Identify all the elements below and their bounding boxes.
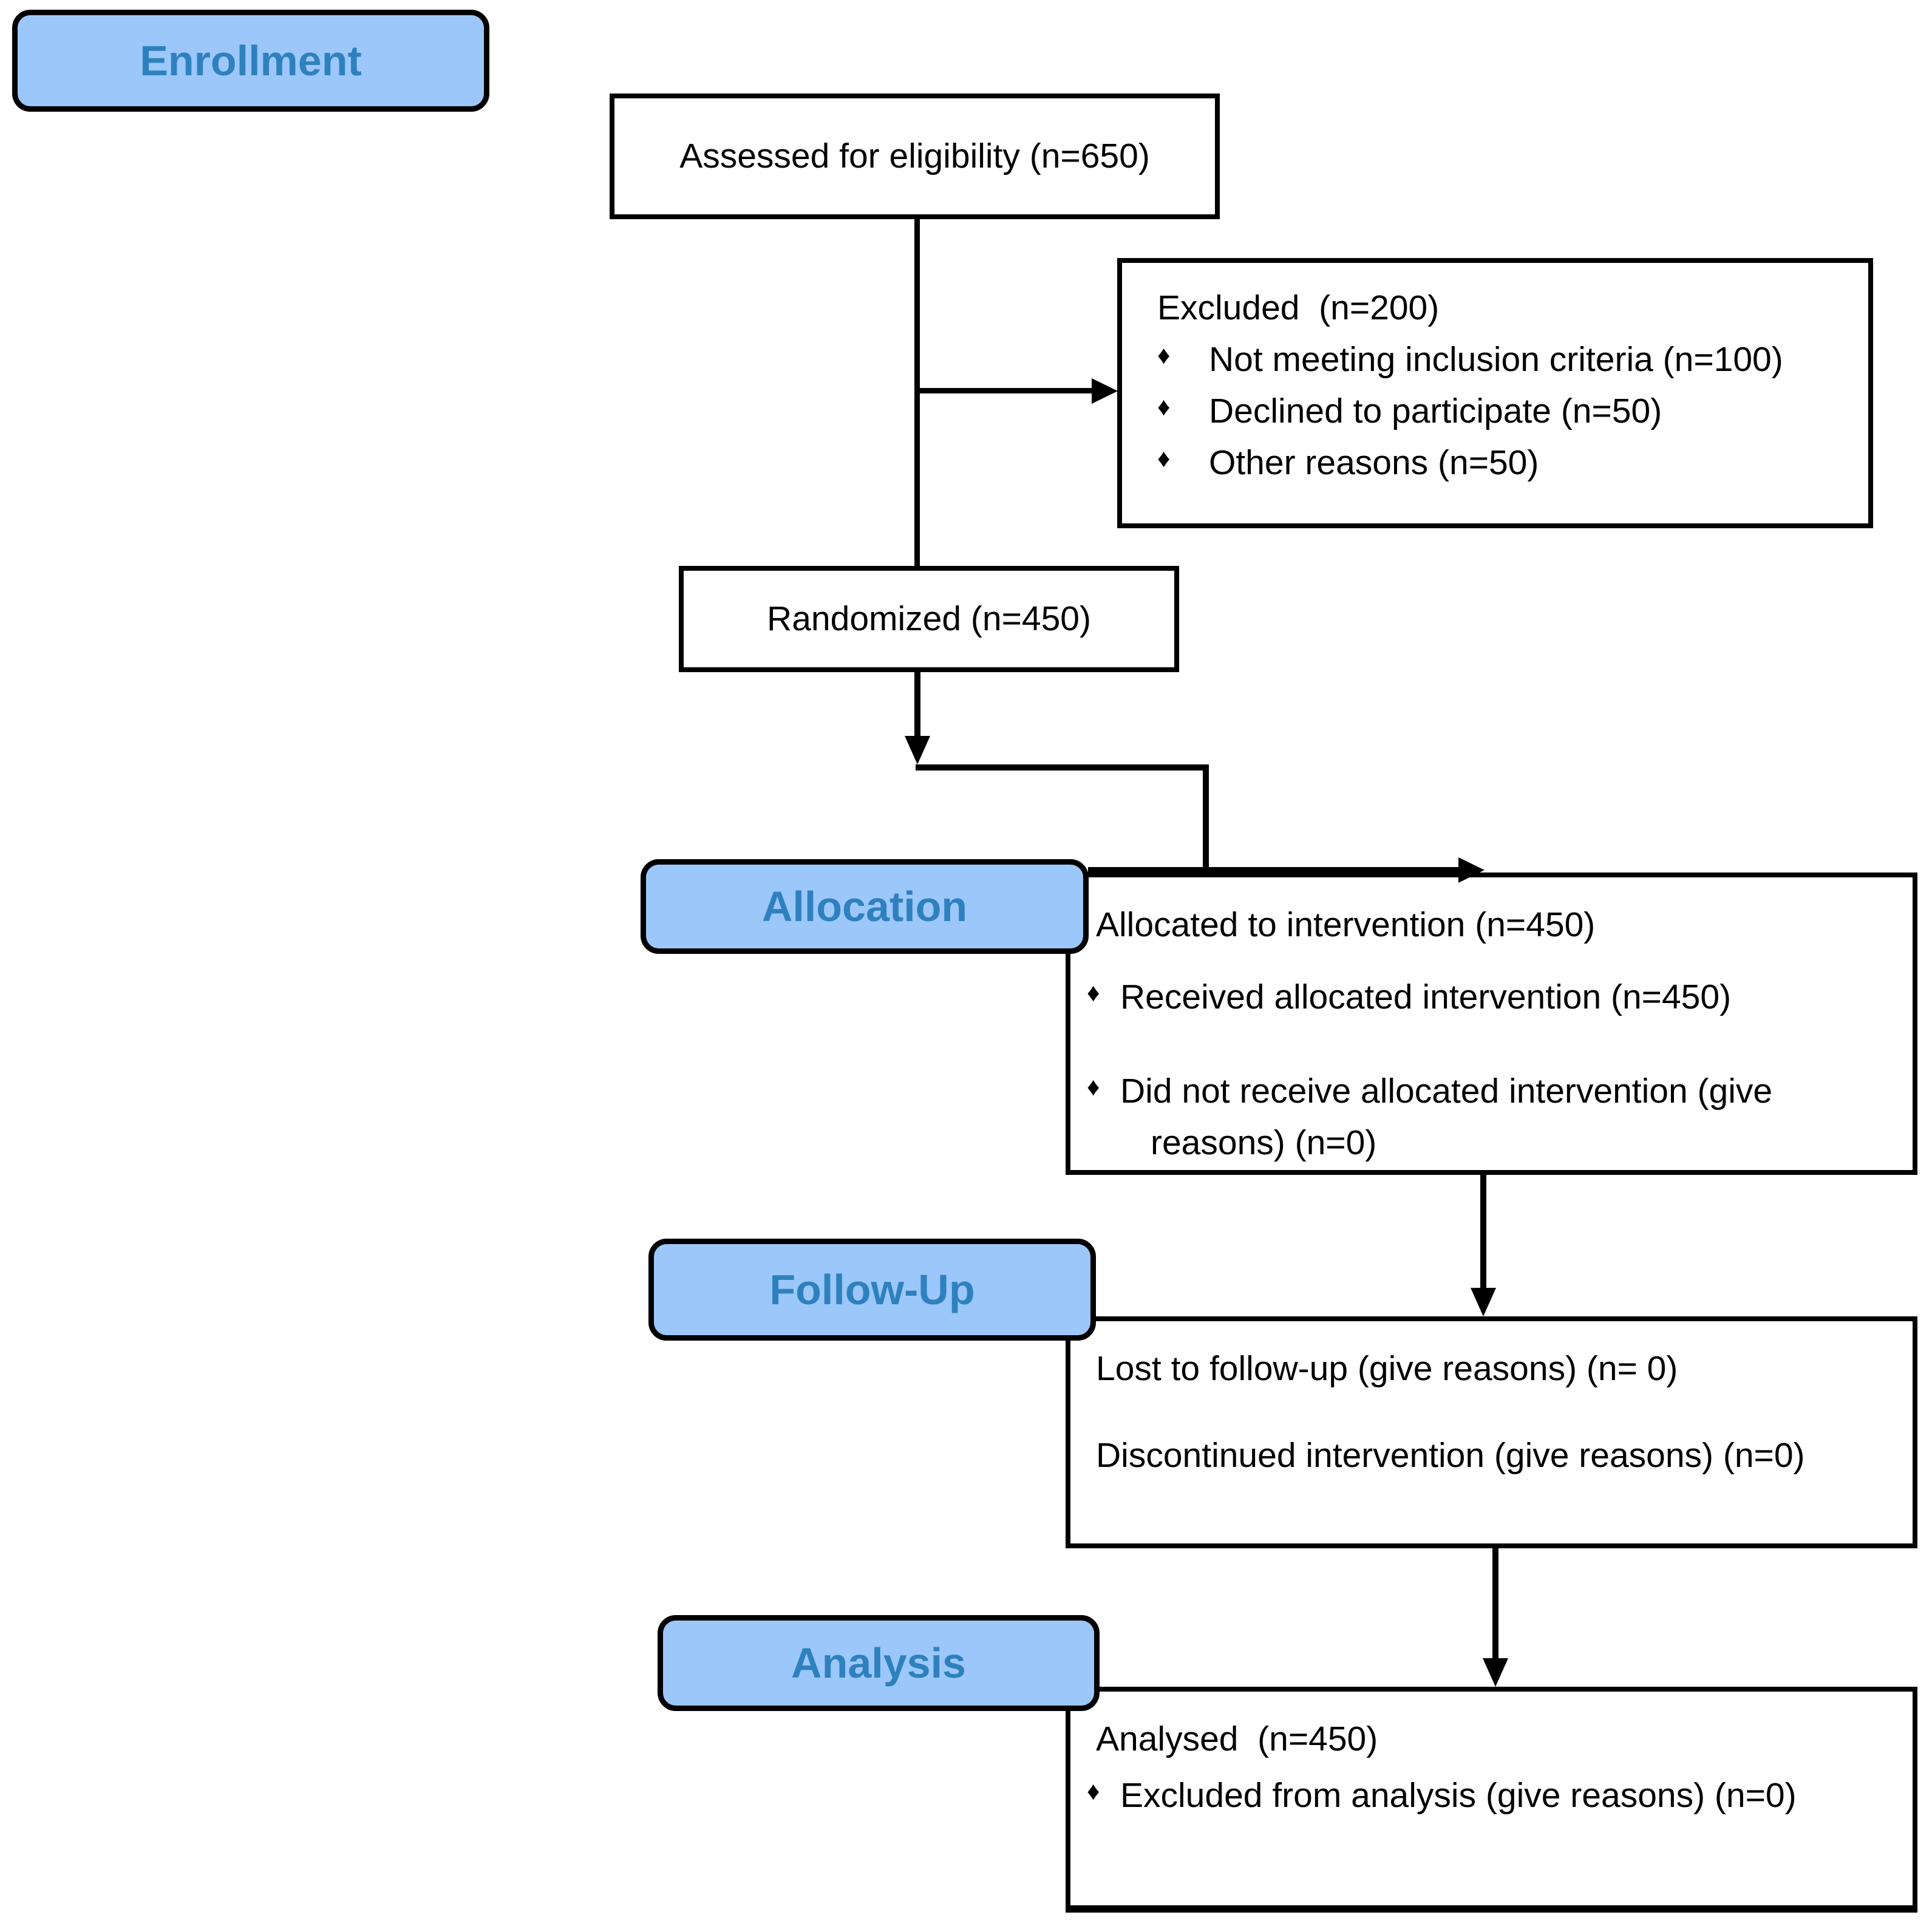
analysed-title: Analysed (n=450) [1096,1720,1378,1758]
allocated-bullet-text: Received allocated intervention (n=450) [1120,978,1732,1016]
followup-stage-label: Follow-Up [648,1239,1096,1341]
allocated-bullet-item: ♦ Did not receive allocated intervention… [1087,1066,1894,1169]
diamond-bullet-icon: ♦ [1087,1777,1100,1805]
diamond-bullet-icon: ♦ [1087,1072,1100,1101]
randomized-text: Randomized (n=450) [767,599,1091,638]
connector-followup-to-analysed-line [1492,1548,1498,1664]
analysed-bullet-item: ♦ Excluded from analysis (give reasons) … [1087,1770,1894,1822]
excluded-bullet-item: ♦ Other reasons (n=50) [1157,437,1850,489]
excluded-title: Excluded (n=200) [1157,288,1440,327]
allocated-to-intervention-box: Allocated to intervention (n=450) ♦ Rece… [1066,873,1917,1175]
followup-box: Lost to follow-up (give reasons) (n= 0) … [1066,1316,1917,1548]
excluded-bullet-text: Declined to participate (n=50) [1209,392,1662,430]
lost-to-followup-text: Lost to follow-up (give reasons) (n= 0) [1096,1349,1678,1388]
allocated-bullet-item: ♦ Received allocated intervention (n=450… [1087,971,1894,1023]
excluded-box: Excluded (n=200) ♦ Not meeting inclusion… [1117,258,1873,528]
diamond-bullet-icon: ♦ [1157,392,1171,421]
excluded-bullet-item: ♦ Declined to participate (n=50) [1157,386,1850,437]
diamond-bullet-icon: ♦ [1157,341,1171,369]
allocation-stage-label: Allocation [641,859,1089,954]
analysis-stage-label-text: Analysis [791,1639,966,1687]
excluded-bullet-item: ♦ Not meeting inclusion criteria (n=100) [1157,334,1850,386]
connector-to-allocated-line [1088,867,1458,873]
assessed-for-eligibility-text: Assessed for eligibility (n=650) [679,137,1150,175]
allocated-title: Allocated to intervention (n=450) [1096,905,1596,944]
excluded-bullet-list: ♦ Not meeting inclusion criteria (n=100)… [1157,334,1850,489]
connector-elbow-horizontal-line [916,764,1206,771]
connector-randomized-down-line [914,672,920,736]
allocated-bullet-list: ♦ Received allocated intervention (n=450… [1087,971,1894,1169]
allocation-stage-label-text: Allocation [761,883,968,930]
assessed-for-eligibility-box: Assessed for eligibility (n=650) [610,94,1220,219]
randomized-box: Randomized (n=450) [679,566,1179,672]
followup-stage-label-text: Follow-Up [769,1266,975,1313]
analysed-box: Analysed (n=450) ♦ Excluded from analysi… [1066,1687,1917,1913]
diamond-bullet-icon: ♦ [1087,978,1100,1007]
analysed-bullet-list: ♦ Excluded from analysis (give reasons) … [1087,1770,1894,1822]
down-arrowhead-icon [1471,1288,1496,1316]
down-arrowhead-icon [1483,1658,1508,1687]
right-arrowhead-icon [1092,378,1118,404]
connector-elbow-vertical-line [1203,764,1209,873]
discontinued-intervention-text: Discontinued intervention (give reasons)… [1096,1436,1805,1475]
diamond-bullet-icon: ♦ [1157,444,1171,472]
connector-branch-to-excluded-line [914,388,1092,393]
excluded-bullet-text: Not meeting inclusion criteria (n=100) [1209,340,1783,379]
enrollment-stage-label: Enrollment [12,10,489,112]
down-arrowhead-icon [905,736,930,764]
right-arrowhead-icon [1458,857,1485,883]
analysed-bullet-text: Excluded from analysis (give reasons) (n… [1120,1776,1797,1815]
allocated-bullet-text: Did not receive allocated intervention (… [1120,1072,1782,1162]
enrollment-stage-label-text: Enrollment [140,37,362,84]
analysis-stage-label: Analysis [658,1615,1100,1711]
connector-allocated-to-followup-line [1480,1175,1486,1293]
excluded-bullet-text: Other reasons (n=50) [1209,443,1539,482]
